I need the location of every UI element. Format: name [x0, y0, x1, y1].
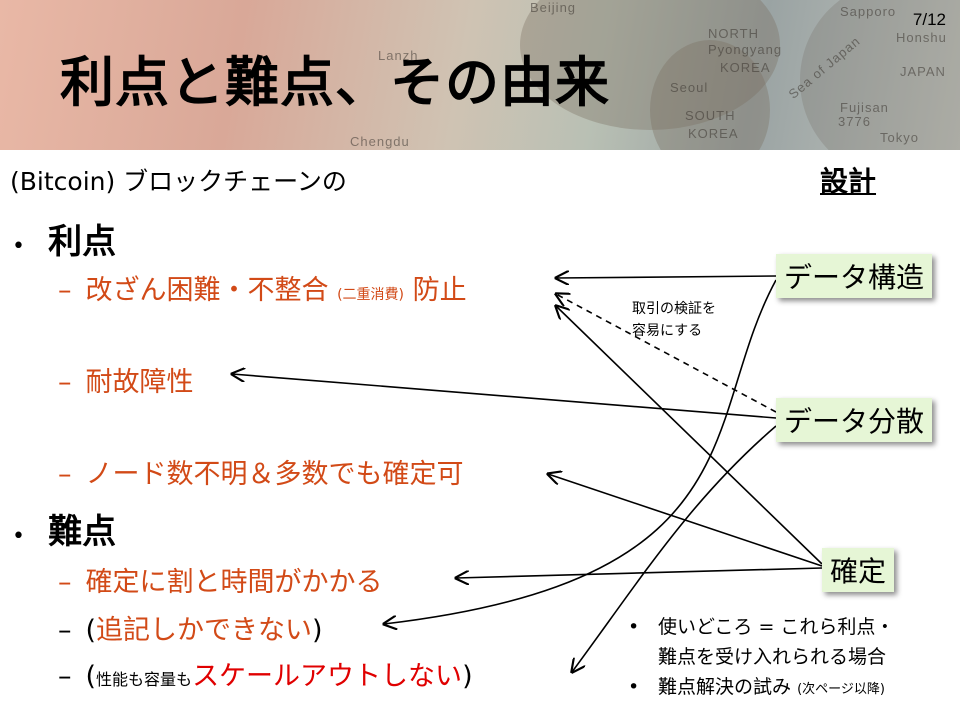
- bullet-glyph: •: [628, 616, 640, 638]
- footnote-usage: • 使いどころ = これら利点・: [628, 612, 894, 642]
- map-label: Pyongyang: [708, 42, 783, 57]
- merit-finality: –ノード数不明＆多数でも確定可: [58, 452, 464, 491]
- map-label: Honshu: [896, 30, 947, 45]
- arrow-structure-to-tamper: [556, 276, 777, 278]
- demerit-scale-text: スケールアウトしない: [192, 661, 463, 692]
- note-line-2: 容易にする: [632, 323, 703, 339]
- demerit-slow-confirm: –確定に割と時間がかかる: [58, 560, 383, 599]
- map-label: JAPAN: [900, 64, 946, 79]
- merit-tamper-end: 防止: [412, 275, 467, 306]
- map-landmass: [650, 40, 770, 150]
- merit-tamper-text: 改ざん困難・不整合: [85, 275, 329, 306]
- arrow-structure-to-append-only: [384, 279, 777, 624]
- dash-glyph: –: [58, 367, 72, 398]
- demerit-scale-note: 性能も容量も: [96, 670, 193, 689]
- arrow-distribution-to-scale: [572, 425, 777, 672]
- footnote-attempts-text: 難点解決の試み: [658, 676, 792, 698]
- arrow-confirm-to-slow: [456, 567, 823, 578]
- merit-fault-tolerance: –耐故障性: [58, 360, 194, 399]
- dashed-arrow-note: 取引の検証を 容易にする: [632, 298, 716, 342]
- footnote-usage-line2: 難点を受け入れられる場合: [658, 646, 887, 668]
- page-number: 7/12: [912, 10, 946, 29]
- merits-heading-row: • 利点: [12, 214, 116, 263]
- footnotes: • 使いどころ = これら利点・ 難点を受け入れられる場合 • 難点解決の試み (次…: [628, 612, 894, 705]
- box-confirmation: 確定: [822, 548, 895, 592]
- footnote-attempts-note: (次ページ以降): [797, 682, 885, 697]
- merit-fault-tolerance-text: 耐故障性: [85, 367, 194, 398]
- merits-heading: 利点: [48, 222, 117, 262]
- demerit-append-only: –(追記しかできない): [58, 608, 323, 647]
- footnote-usage-cont: 難点を受け入れられる場合: [628, 642, 894, 672]
- map-label: 3776: [838, 114, 871, 129]
- map-label: Fujisan: [840, 100, 889, 115]
- bullet-glyph: •: [12, 234, 25, 259]
- map-label: Lanzh: [378, 48, 419, 63]
- demerit-no-scale-out: –(性能も容量もスケールアウトしない): [58, 654, 473, 693]
- paren-open: (: [85, 661, 97, 692]
- note-line-1: 取引の検証を: [632, 301, 716, 317]
- header-banner: Beijing NORTH Pyongyang KOREA Seoul SOUT…: [0, 0, 960, 150]
- map-label: Beijing: [530, 0, 577, 15]
- map-label: Tokyo: [880, 130, 919, 145]
- demerits-heading-row: • 難点: [12, 504, 116, 553]
- footnote-usage-line1: 使いどころ = これら利点・: [658, 616, 895, 638]
- demerits-heading: 難点: [48, 512, 117, 552]
- map-label: NORTH: [708, 26, 759, 41]
- paren-close: ): [462, 661, 473, 692]
- dash-glyph: –: [58, 275, 72, 306]
- map-label: Chengdu: [350, 134, 410, 149]
- map-label: Seoul: [670, 80, 709, 95]
- map-landmass: [520, 0, 780, 130]
- box-data-structure: データ構造: [776, 254, 933, 298]
- merit-finality-text: ノード数不明＆多数でも確定可: [85, 459, 464, 490]
- box-data-distribution: データ分散: [776, 398, 933, 442]
- demerit-append-only-text: 追記しかできない: [96, 615, 313, 646]
- map-landmass: [800, 0, 960, 150]
- subtitle: (Bitcoin) ブロックチェーンの: [10, 167, 347, 196]
- arrow-distribution-to-fault: [232, 374, 777, 419]
- merit-tamper-note: (二重消費): [337, 287, 405, 303]
- arrow-confirm-to-tamper: [556, 306, 823, 565]
- merit-tamper-resistance: –改ざん困難・不整合 (二重消費) 防止: [58, 268, 467, 307]
- map-label: KOREA: [720, 60, 771, 75]
- slide-title: 利点と難点、その由来: [60, 51, 610, 114]
- demerit-slow-confirm-text: 確定に割と時間がかかる: [85, 567, 383, 598]
- paren-close: ): [312, 615, 323, 646]
- bullet-glyph: •: [628, 676, 640, 698]
- dash-glyph: –: [58, 567, 72, 598]
- map-label: SOUTH: [685, 108, 736, 123]
- map-label: KOREA: [688, 126, 739, 141]
- dash-glyph: –: [58, 661, 72, 692]
- map-label: Sapporo: [840, 4, 897, 19]
- design-label: 設計: [820, 165, 877, 198]
- arrow-confirm-to-finality: [548, 474, 823, 567]
- paren-open: (: [85, 615, 97, 646]
- dash-glyph: –: [58, 459, 72, 490]
- footnote-attempts: • 難点解決の試み (次ページ以降): [628, 672, 894, 705]
- arrow-distribution-to-tamper-dashed: [556, 294, 777, 413]
- bullet-glyph: •: [12, 524, 25, 549]
- dash-glyph: –: [58, 615, 72, 646]
